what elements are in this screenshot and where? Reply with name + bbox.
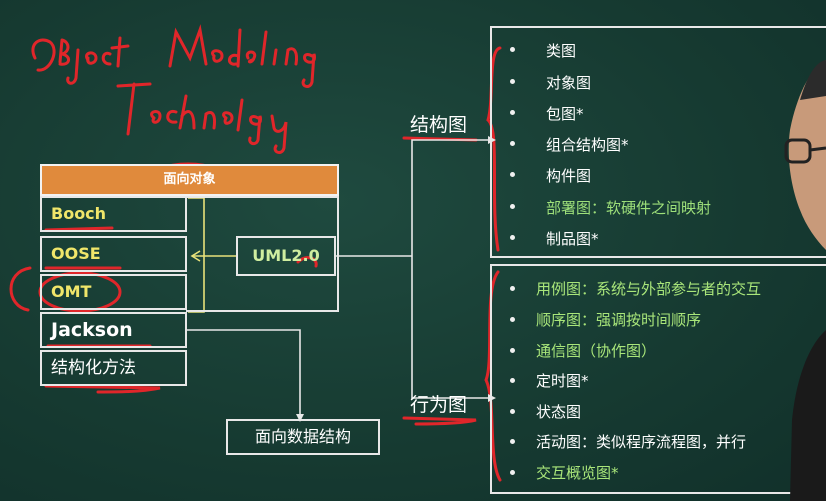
behavior-item: 顺序图：强调按时间顺序 [536,311,702,329]
data-structure-box: 面向数据结构 [226,419,380,455]
structure-item: 对象图 [546,74,592,92]
behavior-item: 状态图 [536,403,582,421]
bullet-icon [510,439,515,444]
behavior-item: 定时图* [536,372,589,390]
structure-item-deployment: 部署图：软硬件之间映射 [546,199,712,217]
bullet-icon [510,235,515,240]
glasses-icon [784,138,826,164]
structure-item: 类图 [546,42,577,60]
bullet-icon [510,470,515,475]
structure-item: 包图* [546,105,584,123]
bullet-icon [510,409,515,414]
connector-lines [186,139,488,414]
table-right-column [186,196,339,312]
method-jackson: Jackson [40,312,187,348]
structure-item: 制品图* [546,230,599,248]
behavior-item: 通信图（协作图） [536,342,657,360]
structure-item: 构件图 [546,167,592,185]
behavior-item: 用例图：系统与外部参与者的交互 [536,280,762,298]
behavior-item: 交互概览图* [536,464,619,482]
bullet-icon [510,172,515,177]
method-structured: 结构化方法 [40,350,187,386]
bullet-icon [510,317,515,322]
bullet-icon [510,286,515,291]
behavior-panel [490,264,826,494]
bullet-icon [510,47,515,52]
bullet-icon [510,79,515,84]
bullet-icon [510,141,515,146]
structure-item: 组合结构图* [546,136,629,154]
structure-diagrams-title: 结构图 [410,114,468,136]
yellow-bracket [188,197,236,313]
bullet-icon [510,378,515,383]
bullet-icon [510,348,515,353]
handwritten-title-strokes [31,24,316,154]
method-booch: Booch [40,196,187,232]
oo-header: 面向对象 [40,164,339,196]
method-omt: OMT [40,274,187,310]
bullet-icon [510,204,515,209]
method-oose: OOSE [40,236,187,272]
uml-box: UML2.0 [236,236,336,276]
behavior-diagrams-title: 行为图 [410,394,468,416]
behavior-item: 活动图：类似程序流程图，并行 [536,433,747,451]
bullet-icon [510,110,515,115]
structure-panel [490,26,826,258]
